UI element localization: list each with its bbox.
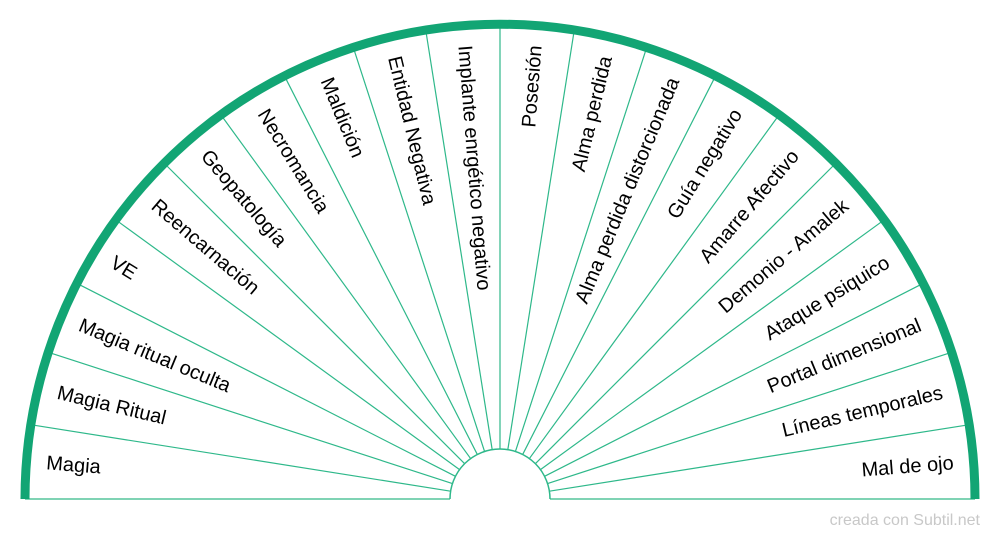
outer-arc (20, 19, 980, 500)
sector-divider (549, 424, 967, 492)
sector-label: Necromancia (253, 105, 334, 218)
sector-divider (528, 116, 778, 459)
sector-label: Mal de ojo (861, 452, 955, 481)
sector-label: Posesión (518, 45, 546, 129)
sector-label: Magia ritual oculta (75, 315, 234, 398)
sector-divider (222, 116, 472, 459)
sector-label: VE (106, 252, 140, 285)
sector-divider (514, 49, 647, 452)
sector-divider (544, 284, 921, 477)
sector-label: Implante enrgético negativo (453, 45, 494, 292)
sector-divider (33, 424, 451, 492)
sector-label: Maldición (316, 74, 369, 160)
sector-divider (285, 78, 478, 455)
sector-divider (522, 78, 715, 455)
sector-divider (353, 49, 486, 452)
sector-label: Magia (46, 452, 103, 478)
sector-divider (50, 352, 453, 485)
sector-divider (547, 352, 950, 485)
credit-text: creada con Subtil.net (829, 512, 980, 529)
sector-divider (534, 164, 835, 465)
sector-divider (165, 164, 466, 465)
sector-divider (425, 32, 493, 450)
sector-divider (117, 221, 460, 471)
sector-label: Alma perdida (568, 53, 617, 174)
sector-label: Magia Ritual (55, 382, 168, 429)
sector-divider (540, 221, 883, 471)
sector-divider (79, 284, 456, 477)
sector-divider (507, 32, 575, 450)
inner-hub-arc (449, 448, 551, 500)
sector-label: Guía negativo (663, 105, 747, 223)
sector-label: Entidad Negativa (383, 54, 440, 208)
